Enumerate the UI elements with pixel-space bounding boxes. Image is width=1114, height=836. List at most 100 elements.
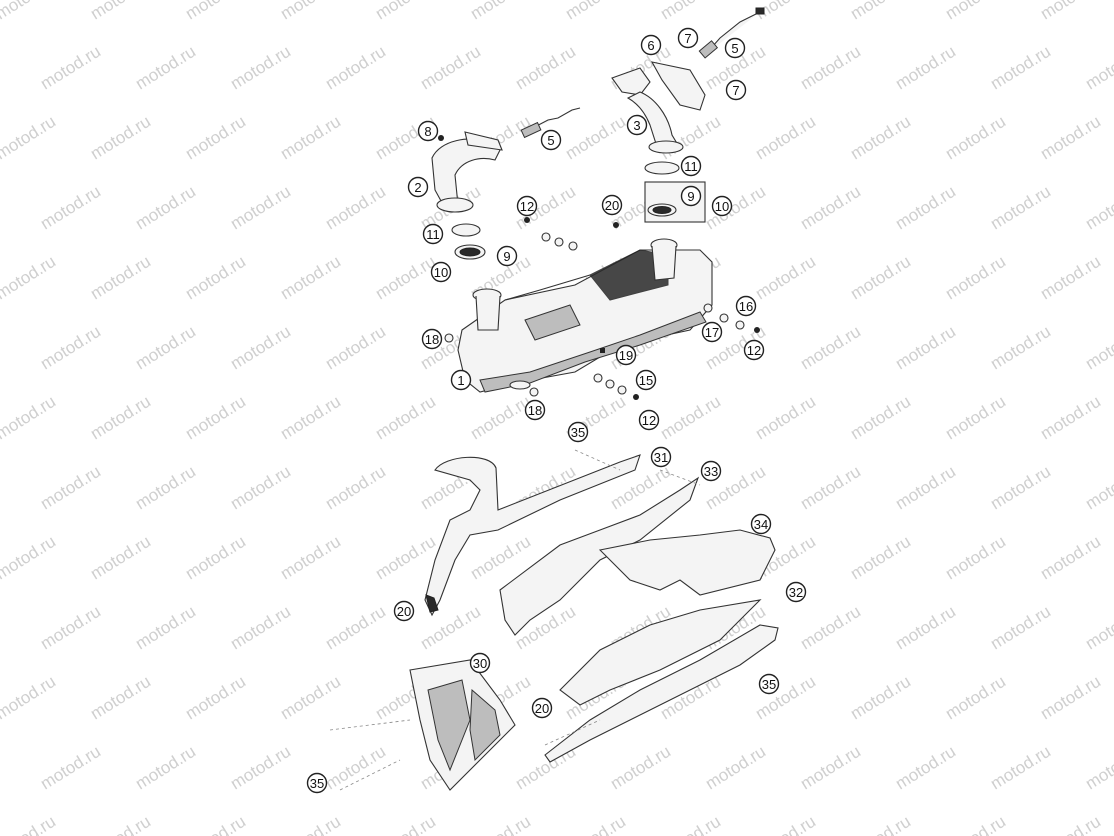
heat-shield-lower	[544, 599, 779, 763]
callout-12: 12	[516, 195, 538, 217]
callout-circle	[785, 581, 807, 603]
watermark-text: motod.ru	[37, 42, 104, 94]
callout-17: 17	[701, 321, 723, 343]
callout-35: 35	[758, 673, 780, 695]
watermark-text: motod.ru	[417, 602, 484, 654]
watermark-text: motod.ru	[227, 602, 294, 654]
callout-number: 17	[705, 325, 719, 340]
watermark-text: motod.ru	[87, 812, 154, 836]
watermark-text: motod.ru	[607, 742, 674, 794]
watermark-text: motod.ru	[87, 392, 154, 444]
callout-number: 11	[684, 159, 698, 174]
heat-shield-side	[598, 529, 776, 596]
watermark-text: motod.ru	[797, 742, 864, 794]
watermark-text: motod.ru	[847, 392, 914, 444]
watermark-text: motod.ru	[797, 182, 864, 234]
callout-2: 2	[407, 176, 429, 198]
watermark-text: motod.ru	[1037, 112, 1104, 164]
callout-number: 9	[687, 189, 694, 204]
watermark-text: motod.ru	[277, 252, 344, 304]
watermark-text: motod.ru	[277, 0, 344, 23]
watermark-text: motod.ru	[942, 0, 1009, 23]
watermark-text: motod.ru	[37, 742, 104, 794]
watermark-text: motod.ru	[562, 812, 629, 836]
hardware-bolts	[444, 217, 760, 400]
watermark-text: motod.ru	[227, 742, 294, 794]
callout-number: 15	[639, 373, 653, 388]
watermark-text: motod.ru	[182, 392, 249, 444]
callout-number: 30	[473, 656, 487, 671]
callout-15: 15	[635, 369, 657, 391]
heat-shield-upper	[424, 454, 641, 617]
watermark-text: motod.ru	[512, 42, 579, 94]
watermark-text: motod.ru	[132, 322, 199, 374]
watermark-text: motod.ru	[847, 812, 914, 836]
watermark-text: motod.ru	[37, 602, 104, 654]
callout-circle	[701, 321, 723, 343]
callout-number: 8	[424, 124, 431, 139]
watermark-text: motod.ru	[87, 252, 154, 304]
callout-34: 34	[750, 513, 772, 535]
callout-number: 35	[571, 425, 585, 440]
heat-shield-mid	[499, 476, 700, 636]
watermark-text: motod.ru	[227, 182, 294, 234]
watermark-text: motod.ru	[417, 42, 484, 94]
callout-circle	[650, 446, 672, 468]
watermark-text: motod.ru	[847, 532, 914, 584]
watermark-text: motod.ru	[1082, 42, 1114, 94]
watermark-text: motod.ru	[942, 392, 1009, 444]
watermark-text: motod.ru	[752, 812, 819, 836]
callout-32: 32	[785, 581, 807, 603]
watermark-text: motod.ru	[702, 742, 769, 794]
watermark-text: motod.ru	[1082, 182, 1114, 234]
watermark-text: motod.ru	[0, 0, 59, 23]
callout-circle	[758, 673, 780, 695]
callout-9: 9	[496, 245, 518, 267]
watermark-text: motod.ru	[1082, 742, 1114, 794]
callout-circle	[638, 409, 660, 431]
watermark-text: motod.ru	[797, 42, 864, 94]
callout-circle	[677, 27, 699, 49]
callout-number: 6	[647, 38, 654, 53]
callout-circle	[407, 176, 429, 198]
watermark-text: motod.ru	[987, 182, 1054, 234]
watermark-text: motod.ru	[277, 672, 344, 724]
leader-lines	[329, 449, 701, 791]
callout-number: 12	[520, 199, 534, 214]
watermark-text: motod.ru	[227, 42, 294, 94]
callout-20: 20	[531, 697, 553, 719]
callout-circle	[724, 37, 746, 59]
callout-9: 9	[680, 185, 702, 207]
callout-number: 2	[414, 180, 421, 195]
callout-5: 5	[540, 129, 562, 151]
callout-35: 35	[306, 772, 328, 794]
watermark-text: motod.ru	[0, 392, 59, 444]
callout-circle	[516, 195, 538, 217]
callout-number: 32	[789, 585, 803, 600]
watermark-text: motod.ru	[892, 42, 959, 94]
callout-circle	[531, 697, 553, 719]
watermark-text: motod.ru	[182, 672, 249, 724]
callout-circle	[469, 652, 491, 674]
watermark-text: motod.ru	[132, 742, 199, 794]
watermark-text: motod.ru	[467, 0, 534, 23]
callout-number: 35	[310, 776, 324, 791]
watermark-text: motod.ru	[182, 812, 249, 836]
watermark-text: motod.ru	[322, 602, 389, 654]
callout-circle	[601, 194, 623, 216]
callout-circle	[626, 114, 648, 136]
watermark-text: motod.ru	[467, 812, 534, 836]
watermark-text: motod.ru	[372, 252, 439, 304]
callout-18: 18	[524, 399, 546, 421]
watermark-text: motod.ru	[227, 322, 294, 374]
callout-circle	[450, 369, 472, 391]
header-pipe-rear	[611, 61, 706, 154]
watermark-text: motod.ru	[1037, 812, 1104, 836]
watermark-text: motod.ru	[797, 602, 864, 654]
watermark-text: motod.ru	[37, 322, 104, 374]
watermark-text: motod.ru	[657, 0, 724, 23]
watermark-text: motod.ru	[1037, 252, 1104, 304]
watermark-text: motod.ru	[892, 742, 959, 794]
watermark-text: motod.ru	[87, 672, 154, 724]
watermark-text: motod.ru	[892, 322, 959, 374]
